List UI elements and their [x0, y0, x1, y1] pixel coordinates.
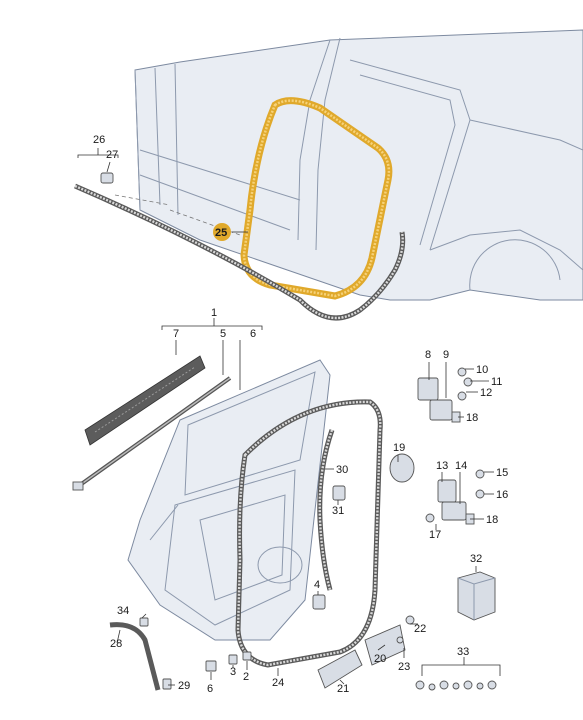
callout-18-upper: 18	[466, 412, 478, 424]
clip-31	[332, 485, 346, 501]
callout-29: 29	[178, 680, 190, 692]
callout-4: 4	[314, 579, 320, 591]
callout-25-marker	[213, 223, 231, 241]
callout-21: 21	[337, 683, 349, 695]
callout-34: 34	[117, 605, 129, 617]
callout-labels: 26 27 25 1 7 5 6 8 9 10 11 12 18 19 30 3…	[93, 134, 508, 695]
callout-30: 30	[336, 464, 348, 476]
callout-31: 31	[332, 505, 344, 517]
hinge-upper	[417, 367, 473, 423]
callout-33: 33	[457, 646, 469, 658]
callout-23: 23	[398, 661, 410, 673]
car-body-side-panel	[134, 29, 583, 301]
striker-bracket-20	[364, 615, 415, 666]
clip-27	[100, 172, 114, 184]
callout-7: 7	[173, 328, 179, 340]
door-seal-24	[235, 399, 383, 668]
screw-6	[205, 660, 217, 672]
callout-6-screw: 6	[207, 683, 213, 695]
callout-15: 15	[496, 467, 508, 479]
callout-17: 17	[429, 529, 441, 541]
callout-28: 28	[110, 638, 122, 650]
rear-door-shell	[127, 359, 331, 641]
seal-strip-30	[317, 429, 335, 591]
callout-16: 16	[496, 489, 508, 501]
callout-8: 8	[425, 349, 431, 361]
callout-11: 11	[491, 376, 502, 388]
clip-29	[162, 678, 172, 690]
door-seal-highlighted	[240, 97, 393, 300]
callout-27: 27	[106, 149, 118, 161]
callout-13: 13	[436, 460, 448, 472]
sill-trim-strip	[74, 183, 406, 321]
callout-14: 14	[455, 460, 467, 472]
guide-line	[114, 194, 171, 206]
bolt-4	[312, 594, 326, 610]
callout-20: 20	[374, 653, 386, 665]
trim-strip-28	[109, 622, 161, 691]
callout-2: 2	[243, 671, 249, 683]
nut-2	[242, 651, 252, 661]
callout-32: 32	[470, 553, 482, 565]
handle-21	[317, 649, 363, 689]
callout-5: 5	[220, 328, 226, 340]
clip-34	[139, 617, 149, 627]
fasteners-33	[415, 680, 497, 691]
leader-lines	[77, 148, 501, 686]
callout-3: 3	[230, 666, 236, 678]
callout-24: 24	[272, 677, 284, 689]
callout-12: 12	[480, 387, 492, 399]
container-32	[457, 571, 496, 621]
callout-6: 6	[250, 328, 256, 340]
callout-18-lower: 18	[486, 514, 498, 526]
door-stop-19	[389, 453, 415, 483]
window-guide-strip	[72, 376, 232, 491]
screw-3	[228, 654, 238, 665]
guide-line	[169, 209, 241, 236]
callout-22: 22	[414, 623, 426, 635]
callout-19: 19	[393, 442, 405, 454]
callout-10: 10	[476, 364, 488, 376]
callout-1: 1	[211, 307, 217, 319]
callout-25: 25	[215, 227, 227, 239]
callout-9: 9	[443, 349, 449, 361]
window-shaft-strip	[84, 355, 206, 446]
callout-26: 26	[93, 134, 105, 146]
hinge-lower	[425, 469, 485, 525]
